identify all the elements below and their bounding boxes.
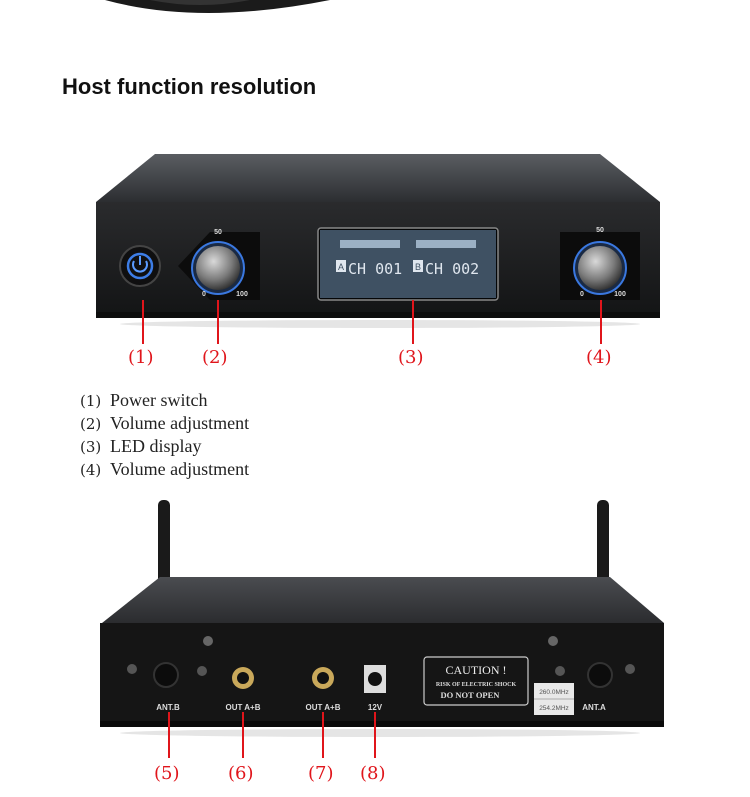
callout-6: (6) (228, 763, 254, 784)
freq-bottom: 254.2MHz (539, 705, 569, 712)
knob-left-mid-label: 50 (214, 229, 222, 236)
legend-item: (4)Volume adjustment (80, 459, 250, 479)
port-label-out-1: OUT A+B (225, 703, 260, 712)
caution-line-1: RISK OF ELECTRIC SHOCK (436, 682, 517, 688)
port-label-ant-b: ANT.B (156, 703, 180, 712)
port-label-ant-a: ANT.A (582, 703, 606, 712)
callout-8: (8) (360, 763, 386, 784)
callout-7: (7) (308, 763, 334, 784)
lcd-channel-a-tag: A (338, 262, 344, 272)
knob-right-min-label: 0 (580, 291, 584, 298)
top-strap-image (105, 0, 330, 13)
knob-right-mid-label: 50 (596, 227, 604, 234)
port-label-dc: 12V (368, 703, 383, 712)
callout-line-5 (168, 712, 170, 758)
callout-2: (2) (202, 347, 228, 368)
knob-left-min-label: 0 (202, 291, 206, 298)
callout-5: (5) (154, 763, 180, 784)
knob-right-max-label: 100 (614, 291, 626, 298)
lcd-channel-b: CH 002 (425, 260, 479, 278)
legend-item: (2)Volume adjustment (80, 413, 250, 433)
callout-line-1 (142, 300, 144, 344)
caution-line-2: DO NOT OPEN (441, 690, 501, 700)
callout-3: (3) (398, 347, 424, 368)
receiver-front-image (96, 154, 660, 328)
back-panel-labels: ANT.B OUT A+B OUT A+B 12V ANT.A CAUTION … (156, 663, 606, 712)
receiver-back-image (100, 500, 664, 737)
page-title: Host function resolution (62, 74, 317, 99)
callout-4: (4) (586, 347, 612, 368)
callout-line-3 (412, 300, 414, 344)
lcd-channel-a: CH 001 (348, 260, 402, 278)
knob-left-max-label: 100 (236, 291, 248, 298)
callout-line-8 (374, 712, 376, 758)
callout-line-2 (217, 300, 219, 344)
legend-item: (3)LED display (80, 436, 202, 456)
callout-line-4 (600, 300, 602, 344)
lcd-channel-b-tag: B (415, 262, 421, 272)
legend-item: (1)Power switch (80, 390, 208, 410)
freq-top: 260.0MHz (539, 689, 569, 696)
callout-1: (1) (128, 347, 154, 368)
callout-line-6 (242, 712, 244, 758)
callout-line-7 (322, 712, 324, 758)
front-panel-labels: 50 0 100 50 0 100 A CH 001 B CH 002 (202, 227, 626, 298)
caution-title: CAUTION ! (446, 663, 507, 677)
port-label-out-2: OUT A+B (305, 703, 340, 712)
